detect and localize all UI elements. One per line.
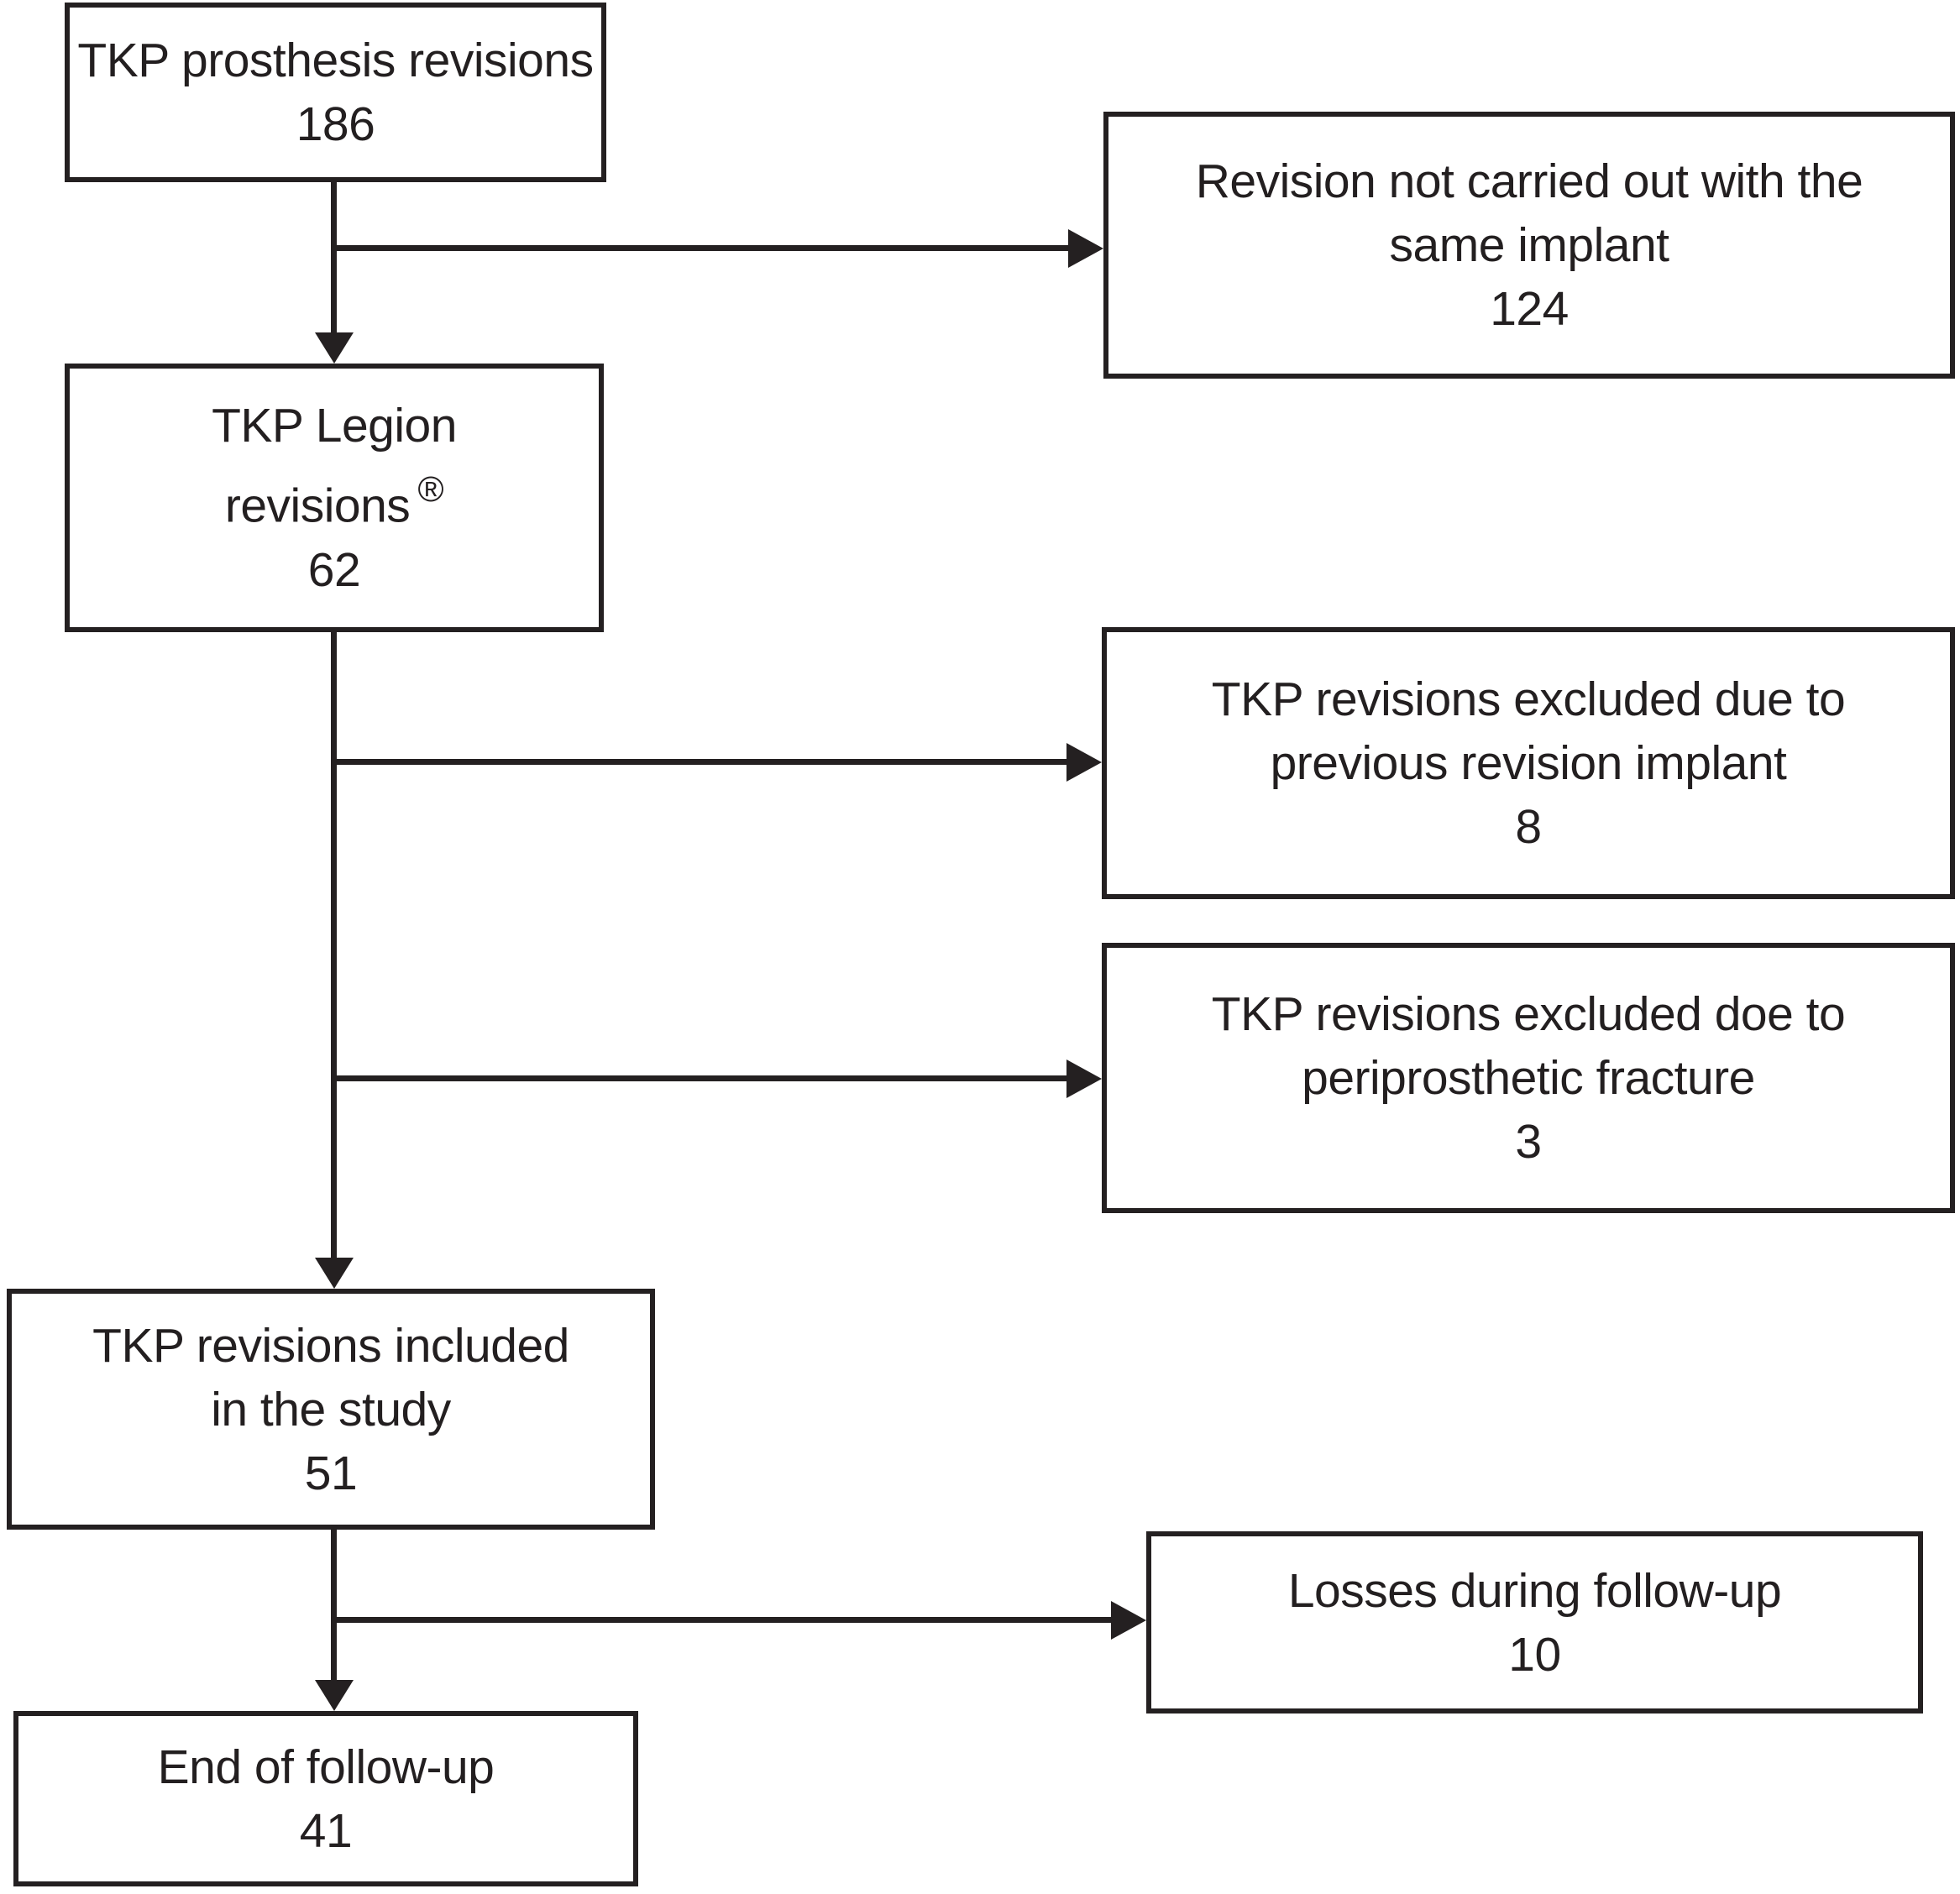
- arrowhead-right-icon: [1066, 1059, 1102, 1098]
- box-label: Losses during follow-up: [1287, 1563, 1782, 1618]
- connector-trunk-1: [331, 182, 337, 337]
- connector-branch-losses: [334, 1617, 1111, 1623]
- registered-trademark-icon: ®: [417, 469, 444, 510]
- box-label: TKP Legion: [212, 399, 457, 453]
- box-label: Revision not carried out with the: [1195, 154, 1863, 208]
- box-count: 186: [296, 97, 375, 151]
- box-count: 8: [1515, 800, 1542, 854]
- box-count: 10: [1508, 1627, 1561, 1682]
- arrowhead-right-icon: [1066, 743, 1102, 782]
- box-label: previous revision implant: [1270, 736, 1787, 790]
- flow-box-losses-followup: Losses during follow-up 10: [1146, 1531, 1923, 1713]
- box-count: 3: [1515, 1115, 1542, 1169]
- connector-branch-excluded-fracture: [334, 1075, 1066, 1081]
- box-count: 41: [299, 1803, 353, 1858]
- box-label: End of follow-up: [157, 1740, 495, 1794]
- arrowhead-right-icon: [1068, 229, 1103, 268]
- connector-trunk-2: [331, 632, 337, 1262]
- flow-box-end-followup: End of follow-up 41: [13, 1711, 638, 1886]
- arrowhead-down-icon: [315, 1680, 354, 1711]
- flow-box-not-same-implant: Revision not carried out with the same i…: [1103, 112, 1955, 379]
- arrowhead-down-icon: [315, 1258, 354, 1289]
- arrowhead-right-icon: [1111, 1601, 1146, 1640]
- connector-branch-excluded-previous: [334, 759, 1066, 765]
- box-label: TKP revisions excluded due to: [1211, 672, 1846, 726]
- flow-box-legion-revisions: TKP Legion revisions® 62: [65, 364, 604, 632]
- box-count: 51: [304, 1446, 358, 1500]
- box-label: TKP prosthesis revisions: [77, 34, 594, 87]
- connector-trunk-3: [331, 1530, 337, 1683]
- arrowhead-down-icon: [315, 332, 354, 364]
- box-label: revisions®: [224, 469, 444, 533]
- box-count: 124: [1490, 282, 1569, 336]
- box-label: TKP revisions excluded doe to: [1211, 987, 1846, 1041]
- flow-box-included-in-study: TKP revisions included in the study 51: [7, 1289, 655, 1530]
- box-label: same implant: [1389, 218, 1669, 272]
- flow-box-prosthesis-revisions: TKP prosthesis revisions 186: [65, 3, 606, 182]
- box-count: 62: [307, 542, 361, 597]
- box-label: in the study: [211, 1382, 451, 1436]
- flow-box-excluded-previous-revision: TKP revisions excluded due to previous r…: [1102, 627, 1955, 899]
- flow-box-excluded-periprosthetic-fracture: TKP revisions excluded doe to periprosth…: [1102, 943, 1955, 1213]
- box-label: periprosthetic fracture: [1302, 1051, 1755, 1105]
- connector-branch-not-same-implant: [334, 245, 1072, 251]
- box-label: TKP revisions included: [92, 1318, 569, 1373]
